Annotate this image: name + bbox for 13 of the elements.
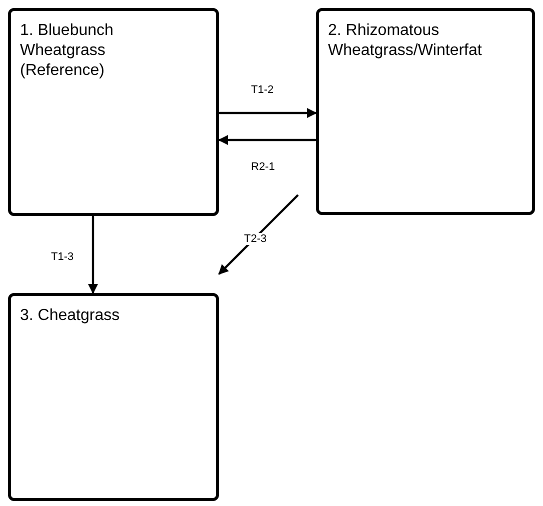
state-title: 1. Bluebunch Wheatgrass (Reference) bbox=[20, 21, 114, 81]
arrow bbox=[88, 216, 98, 294]
arrow bbox=[218, 135, 316, 145]
edge-label: R2-1 bbox=[250, 161, 276, 173]
state-box bbox=[316, 8, 535, 215]
state-title: 3. Cheatgrass bbox=[20, 306, 121, 326]
edge-label: T2-3 bbox=[243, 233, 268, 245]
state-box bbox=[8, 8, 219, 216]
arrow bbox=[219, 108, 317, 118]
edge-label: T1-3 bbox=[50, 251, 75, 263]
state-title: 2. Rhizomatous Wheatgrass/Winterfat bbox=[328, 21, 483, 61]
edge-label: T1-2 bbox=[250, 84, 275, 96]
state-box bbox=[8, 293, 219, 501]
